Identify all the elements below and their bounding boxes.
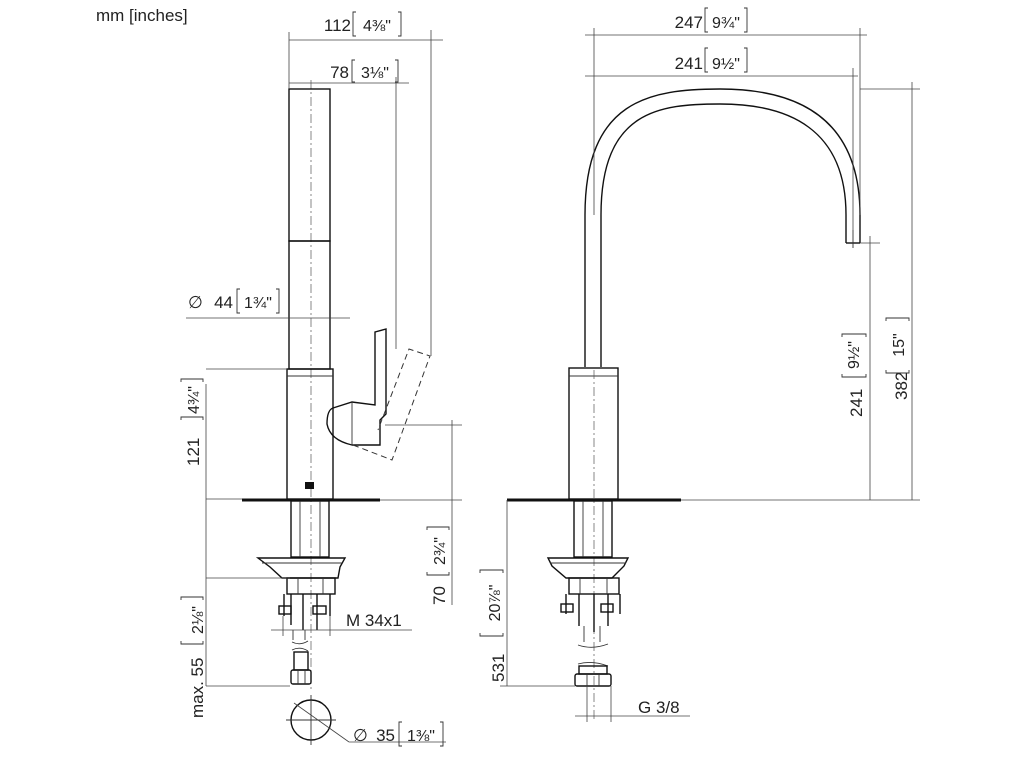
side-spout-upper	[288, 88, 331, 242]
front-view-dimensions: 247 9¾" 241 9½" 382 15" 241 9½" 531 20⅞"…	[479, 7, 920, 722]
side-nut	[286, 577, 336, 595]
side-logo-mark	[305, 482, 314, 489]
dim-70-mm: 70	[430, 586, 449, 605]
side-view-dimensions: 112 4⅜" 78 3⅛" ∅ 44 1¾" 121 4¾" 70 2¾" m…	[180, 11, 462, 747]
side-shank	[290, 500, 330, 558]
front-spout-inner	[600, 103, 847, 367]
units-label: mm [inches]	[96, 6, 188, 25]
side-lever	[326, 328, 387, 446]
front-view	[507, 88, 861, 720]
dim-382-mm: 382	[892, 372, 911, 400]
dim-241h-mm: 241	[847, 389, 866, 417]
dim-241h-inch: 9½"	[846, 341, 863, 369]
dim-241r-mm: 241	[675, 54, 703, 73]
dim-44-inch: 1¾"	[244, 295, 272, 312]
front-shank	[573, 500, 613, 558]
dim-thread: M 34x1	[346, 611, 402, 630]
front-mounting-washer	[546, 557, 630, 579]
dim-121-inch: 4¾"	[186, 386, 203, 414]
dim-241r-inch: 9½"	[712, 56, 740, 73]
dim-531-mm: 531	[489, 654, 508, 682]
dim-44-mm: 44	[214, 293, 233, 312]
dim-247-mm: 247	[675, 13, 703, 32]
side-body	[286, 368, 334, 500]
dim-78-inch: 3⅛"	[361, 65, 389, 82]
dim-78-mm: 78	[330, 63, 349, 82]
front-spout-outer	[584, 88, 861, 367]
side-view	[242, 80, 431, 745]
side-lever-swing	[352, 348, 431, 461]
dim-35-mm: 35	[376, 726, 395, 745]
dim-35-inch: 1⅜"	[407, 728, 435, 745]
side-mounting-washer	[255, 557, 347, 579]
side-spout-lower	[288, 240, 331, 370]
front-body	[568, 367, 619, 500]
dim-531-inch: 20⅞"	[487, 585, 504, 622]
dim-35-symbol: ∅	[353, 726, 368, 745]
dim-70-inch: 2¾"	[432, 537, 449, 565]
dim-112-mm: 112	[324, 16, 351, 35]
dim-247-inch: 9¾"	[712, 15, 740, 32]
dim-112-inch: 4⅜"	[363, 18, 391, 35]
dim-44-symbol: ∅	[188, 293, 203, 312]
dim-max55-inch: 2⅛"	[190, 606, 207, 634]
dim-connection: G 3/8	[638, 698, 680, 717]
dim-382-inch: 15"	[891, 333, 908, 356]
dim-max55-mm: max. 55	[188, 658, 207, 718]
dim-121-mm: 121	[184, 438, 203, 466]
